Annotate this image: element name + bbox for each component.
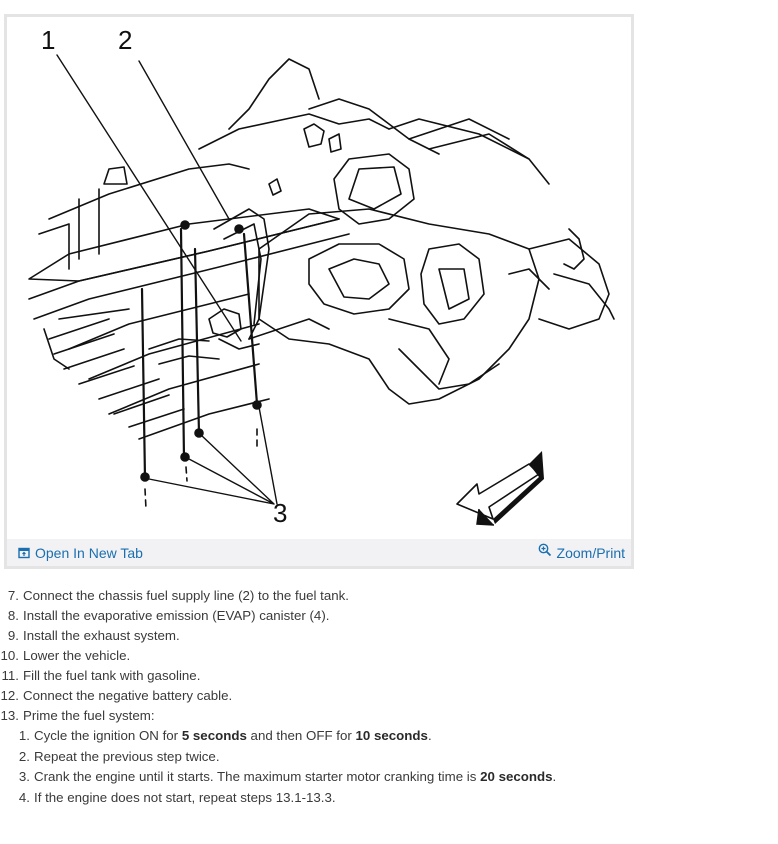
- list-item: 3.Crank the engine until it starts. The …: [18, 769, 557, 784]
- list-item: 13.Prime the fuel system:: [0, 708, 155, 723]
- figure-toolbar: Open In New Tab Zoom/Print: [7, 539, 631, 566]
- fuel-tank-diagram: 1 2 3: [28, 25, 615, 528]
- list-item: 11.Fill the fuel tank with gasoline.: [1, 668, 201, 683]
- figure-card: 1 2 3 Open In New Tab Zoom/Print: [4, 14, 634, 569]
- list-item: 12.Connect the negative battery cable.: [0, 688, 233, 703]
- zoom-print-label: Zoom/Print: [556, 544, 625, 561]
- callout-1: 1: [41, 25, 55, 55]
- list-item: 9.Install the exhaust system.: [7, 628, 180, 643]
- open-in-new-tab-label: Open In New Tab: [35, 544, 143, 561]
- sub-step-list: 1.Cycle the ignition ON for 5 seconds an…: [0, 726, 770, 808]
- zoom-print-link[interactable]: Zoom/Print: [538, 543, 625, 561]
- open-in-new-tab-link[interactable]: Open In New Tab: [18, 545, 143, 561]
- list-item: 4.If the engine does not start, repeat s…: [18, 789, 336, 805]
- list-item: 1.Cycle the ignition ON for 5 seconds an…: [18, 728, 432, 743]
- callout-2: 2: [118, 25, 132, 55]
- zoom-icon: [538, 543, 551, 557]
- callout-3: 3: [273, 498, 287, 528]
- list-item: 10.Lower the vehicle.: [0, 648, 131, 663]
- procedure-steps: 7.Connect the chassis fuel supply line (…: [0, 586, 770, 808]
- list-item: 7.Connect the chassis fuel supply line (…: [7, 588, 349, 603]
- open-new-tab-icon: [18, 547, 30, 558]
- direction-arrow-icon: [456, 451, 544, 526]
- list-item: 8.Install the evaporative emission (EVAP…: [7, 608, 330, 623]
- list-item: 2.Repeat the previous step twice.: [18, 748, 220, 764]
